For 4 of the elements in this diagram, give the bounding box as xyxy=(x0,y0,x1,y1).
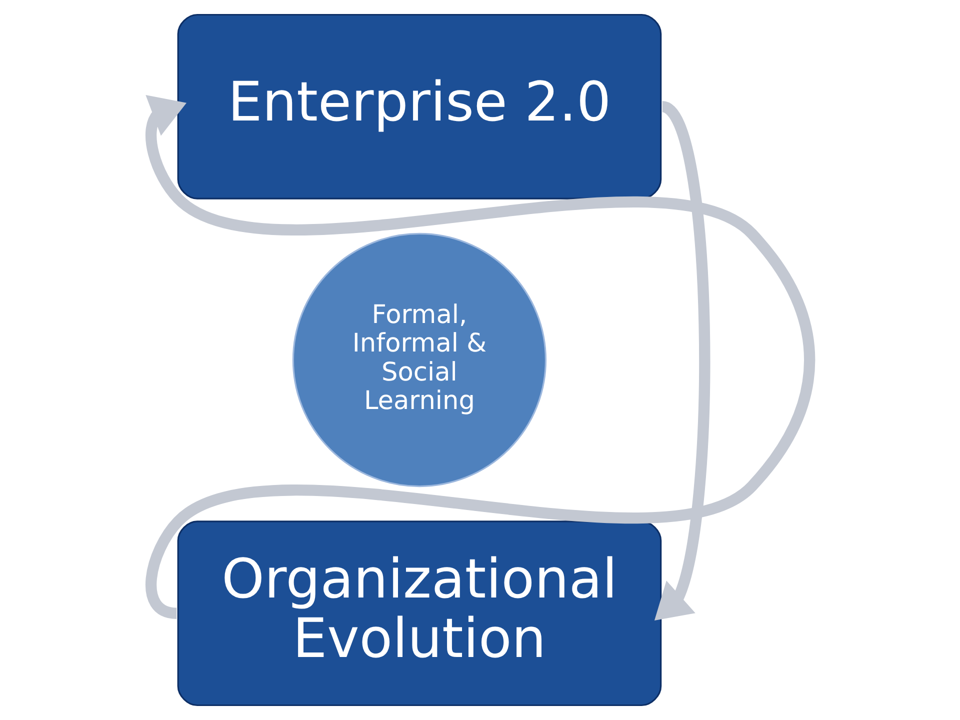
node-box: Enterprise 2.0 xyxy=(177,14,662,200)
node-circle: Formal, Informal & Social Learning xyxy=(292,232,547,488)
node-box: Organizational Evolution xyxy=(177,520,662,706)
arrow xyxy=(146,95,816,619)
